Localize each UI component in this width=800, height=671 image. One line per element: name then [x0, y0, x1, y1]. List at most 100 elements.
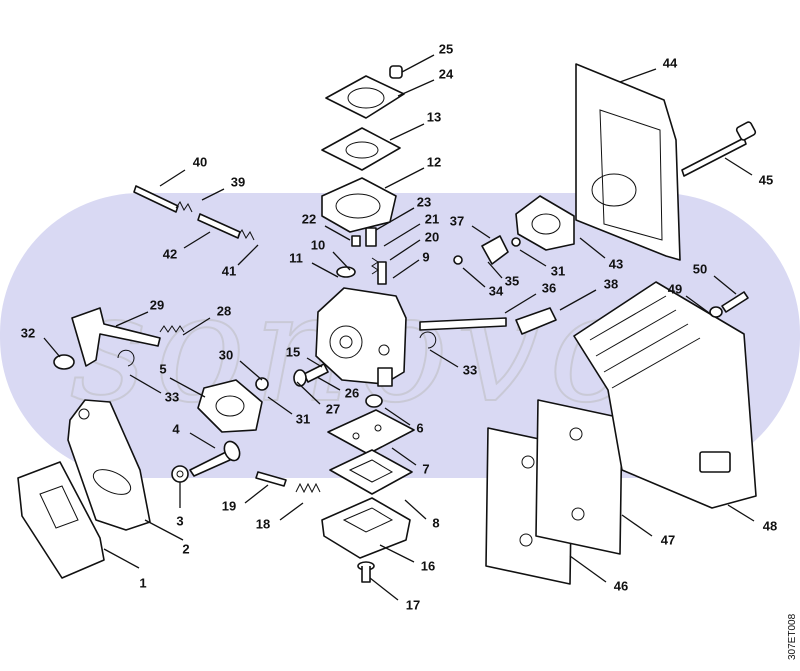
part-number: 17 — [406, 597, 420, 612]
callout-c33b: 33 — [429, 349, 477, 377]
callout-c23: 23 — [375, 194, 431, 231]
part-number: 21 — [425, 211, 439, 226]
drawing-code: 307ET008 — [787, 613, 798, 660]
leader-line — [384, 407, 411, 426]
callout-c34: 34 — [462, 267, 504, 298]
callout-c49: 49 — [668, 281, 713, 316]
callout-c2: 2 — [144, 519, 190, 556]
leader-line — [375, 207, 415, 231]
part-number: 38 — [604, 276, 618, 291]
leader-line — [685, 295, 713, 316]
leader-line — [579, 237, 606, 259]
part-number: 6 — [416, 420, 423, 435]
part-number: 44 — [663, 55, 678, 70]
part-cover-16 — [321, 497, 411, 559]
leader-line — [267, 396, 293, 415]
leader-line — [169, 377, 206, 398]
part-number: 13 — [427, 109, 441, 124]
leader-line — [296, 381, 321, 405]
callout-c46: 46 — [569, 555, 628, 593]
leader-line — [311, 262, 339, 278]
callout-c19: 19 — [222, 484, 269, 513]
part-membrane-8 — [329, 449, 413, 495]
part-number: 25 — [439, 41, 453, 56]
callout-c4: 4 — [172, 421, 216, 449]
part-nut-32 — [53, 354, 75, 370]
part-plate-7 — [327, 409, 415, 455]
leader-line — [183, 231, 211, 249]
leader-line — [182, 317, 211, 336]
part-number: 10 — [311, 237, 325, 252]
part-number: 22 — [302, 211, 316, 226]
leader-line — [324, 225, 351, 241]
part-screw-25 — [389, 65, 403, 79]
leader-line — [43, 337, 61, 358]
part-number: 31 — [551, 263, 565, 278]
callout-c31: 31 — [267, 396, 310, 426]
leader-line — [144, 519, 184, 541]
part-screw-17 — [357, 561, 375, 583]
callout-c21: 21 — [383, 211, 439, 247]
part-number: 26 — [345, 385, 359, 400]
part-smallparts-carb — [336, 227, 387, 285]
callout-c11: 11 — [289, 250, 339, 278]
part-lever-38 — [515, 307, 557, 335]
part-shroud-48 — [573, 281, 757, 509]
leader-line — [404, 499, 427, 520]
leader-line — [392, 259, 420, 279]
part-number: 33 — [165, 389, 179, 404]
part-plug-6 — [365, 394, 383, 408]
callout-c7: 7 — [391, 447, 430, 476]
part-number: 1 — [139, 575, 146, 590]
part-number: 29 — [150, 297, 164, 312]
part-number: 43 — [609, 256, 623, 271]
part-number: 7 — [422, 461, 429, 476]
callout-c8: 8 — [404, 499, 440, 530]
leader-line — [383, 223, 421, 247]
callout-c17: 17 — [369, 577, 420, 612]
leader-line — [384, 167, 425, 189]
leader-line — [379, 544, 415, 563]
callout-c16: 16 — [379, 544, 435, 573]
callout-c20: 20 — [389, 229, 439, 261]
part-needle-19 — [255, 471, 287, 487]
leader-line — [316, 376, 341, 391]
leader-line — [306, 357, 323, 368]
part-shaft-36 — [419, 317, 507, 331]
leader-line — [471, 225, 491, 239]
leader-line — [462, 267, 486, 288]
callout-c44: 44 — [619, 55, 678, 83]
part-number: 28 — [217, 303, 231, 318]
part-number: 40 — [193, 154, 207, 169]
callout-c28: 28 — [182, 303, 231, 336]
part-number: 3 — [176, 513, 183, 528]
callout-c3: 3 — [176, 482, 184, 528]
leader-line — [103, 548, 140, 569]
leader-line — [279, 502, 304, 521]
callout-c47: 47 — [621, 514, 675, 547]
part-smallparts-right — [453, 235, 521, 265]
callout-c37: 37 — [450, 213, 491, 239]
leader-line — [621, 514, 653, 537]
callout-c29: 29 — [115, 297, 164, 327]
callout-c6: 6 — [384, 407, 424, 435]
callout-c27: 27 — [296, 381, 340, 416]
part-number: 32 — [21, 325, 35, 340]
part-number: 16 — [421, 558, 435, 573]
part-number: 5 — [159, 361, 166, 376]
leader-line — [244, 484, 269, 504]
part-number: 24 — [439, 66, 454, 81]
part-number: 8 — [432, 515, 439, 530]
leader-line — [239, 360, 263, 381]
leader-line — [159, 169, 186, 187]
leader-line — [389, 239, 421, 261]
part-number: 35 — [505, 273, 519, 288]
part-plate-47 — [535, 399, 623, 555]
part-smallparts-left — [255, 363, 393, 391]
part-number: 41 — [222, 263, 236, 278]
part-gasket-43 — [515, 195, 575, 251]
callout-layer: 1234567891011121315161718192021222324252… — [21, 41, 777, 612]
callout-c38: 38 — [559, 276, 618, 311]
part-number: 15 — [286, 344, 300, 359]
